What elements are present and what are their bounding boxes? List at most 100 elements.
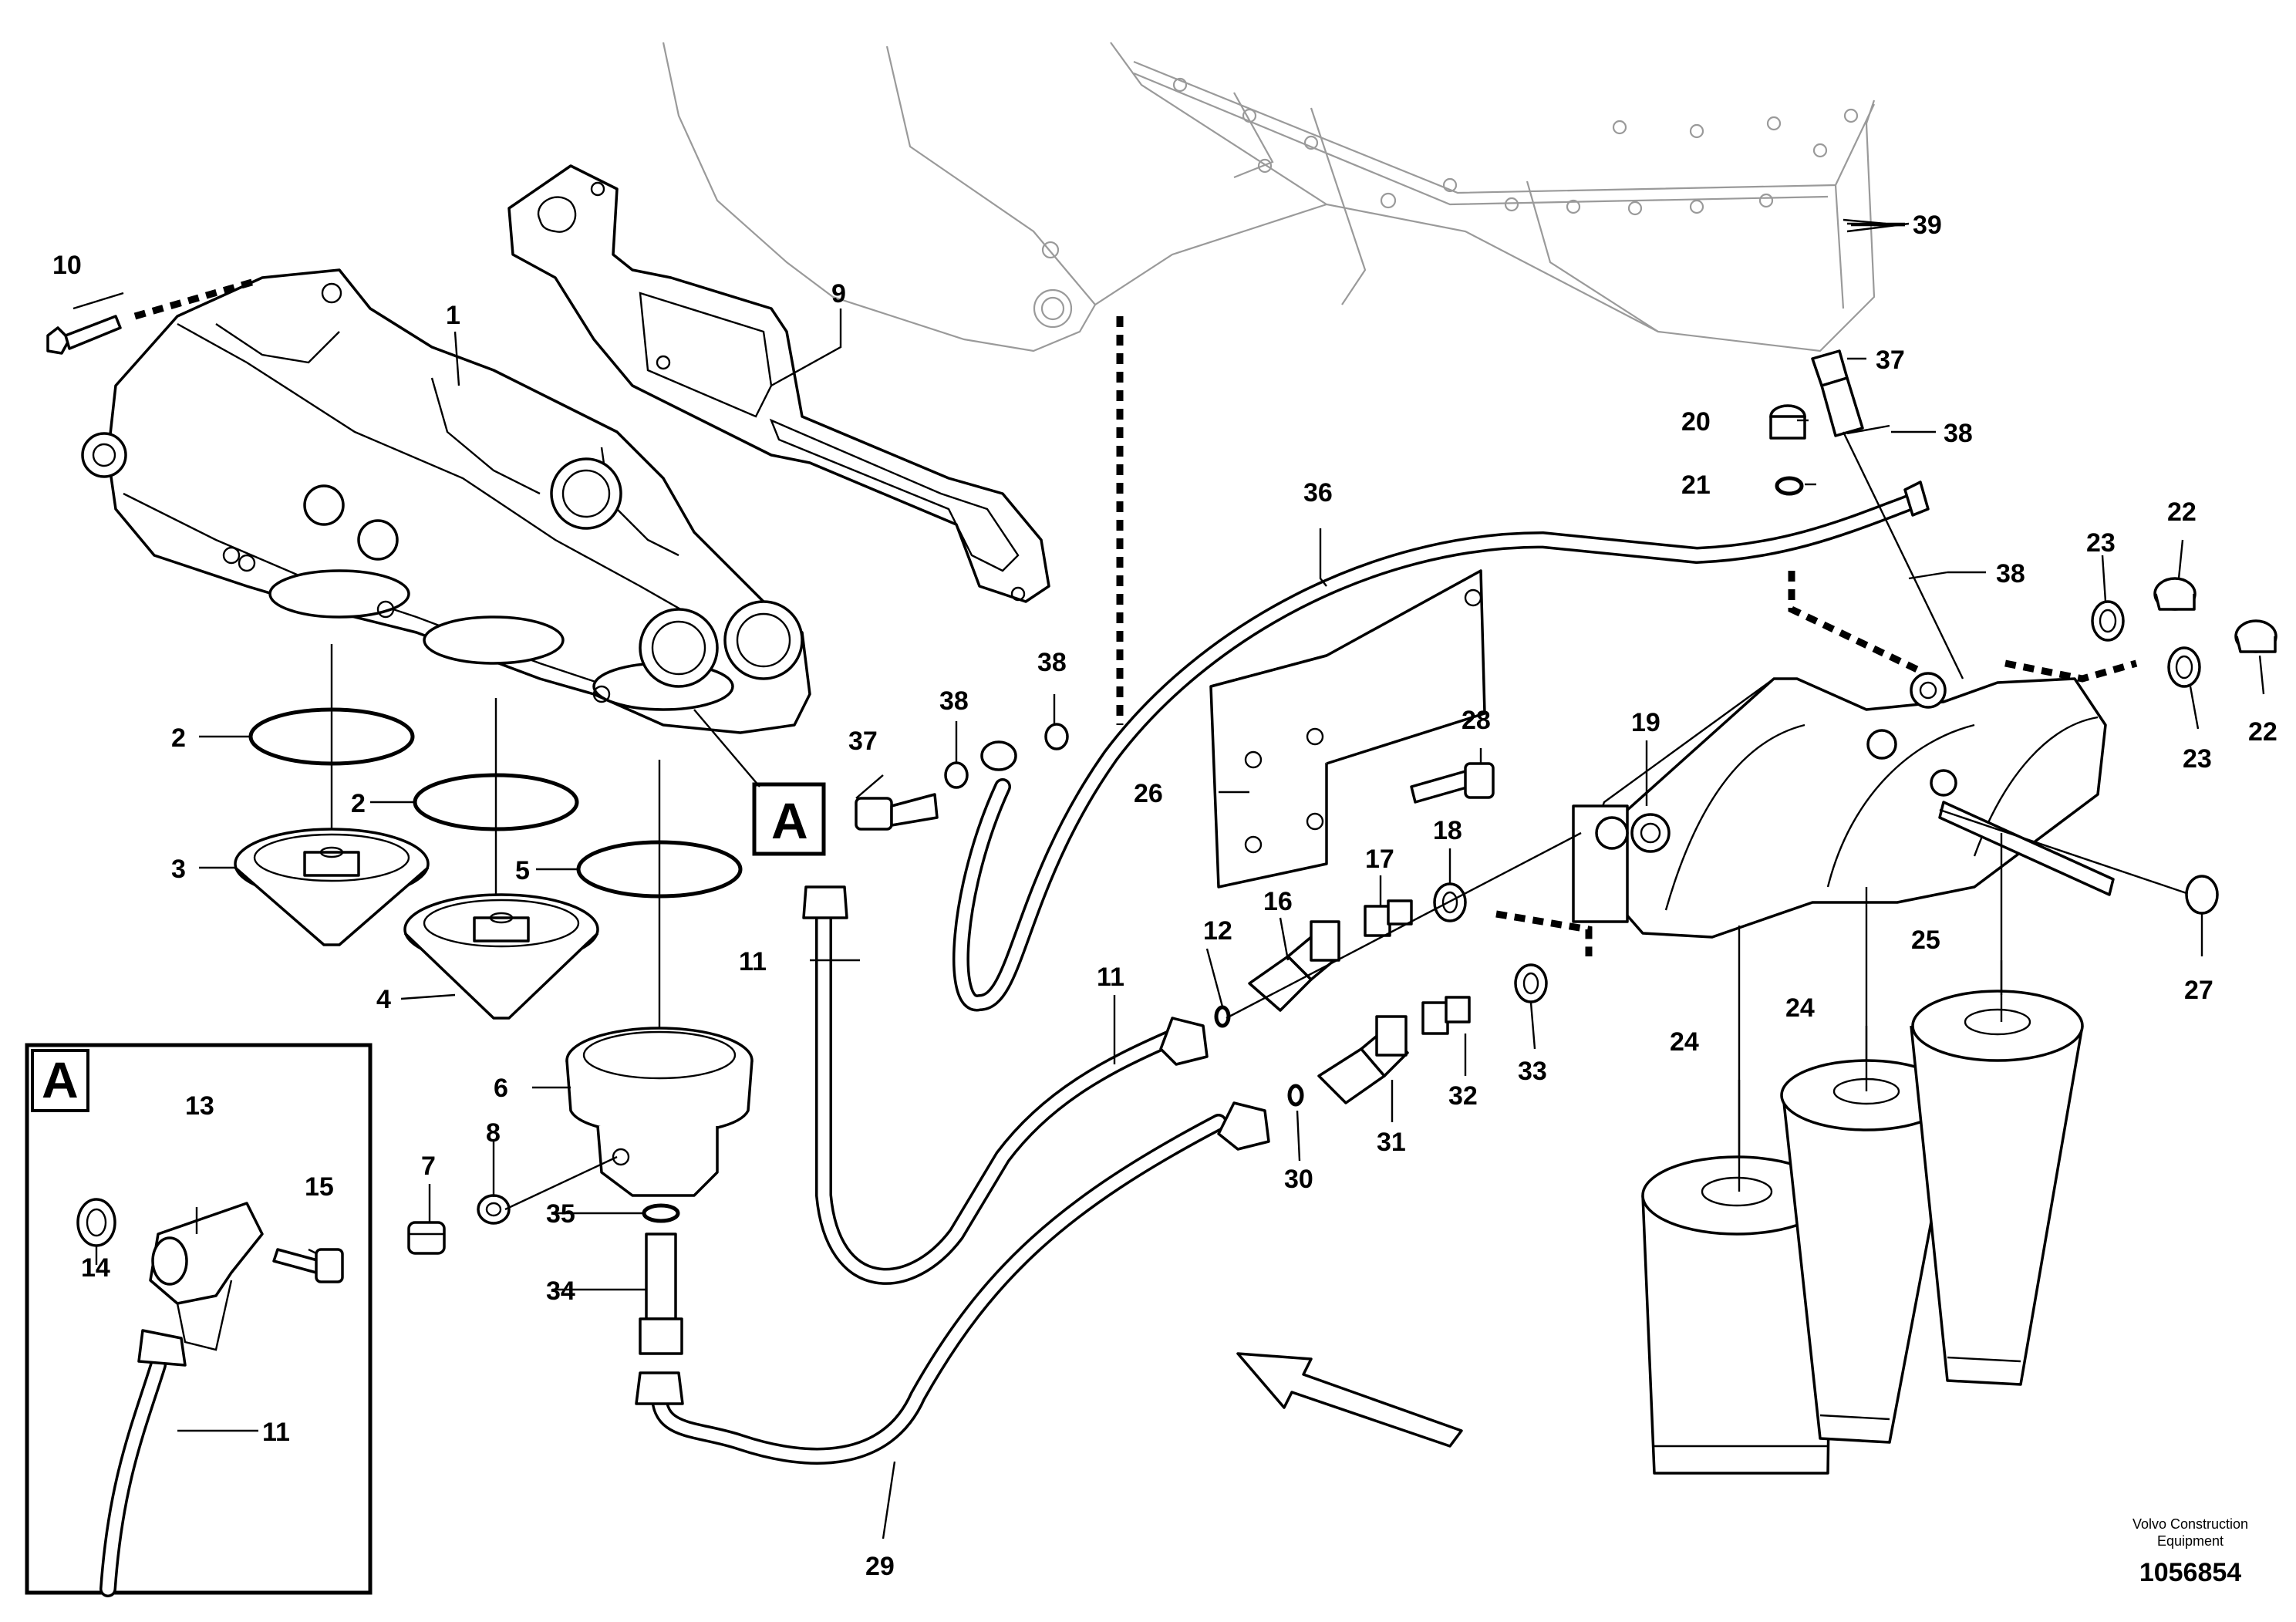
brand-line-1: Volvo Construction (2132, 1516, 2248, 1532)
callout-19: 19 (1631, 708, 1660, 737)
callout-38c: 38 (1944, 419, 1973, 448)
seal-21 (1775, 476, 1804, 496)
callout-23b: 23 (2183, 744, 2212, 774)
detail-marker-frame (752, 782, 826, 856)
leader-lines (72, 218, 2265, 1539)
callout-29: 29 (865, 1552, 895, 1581)
seal-30 (1287, 1084, 1304, 1107)
washer-38d (1908, 571, 1948, 580)
filter-cone-3 (234, 828, 430, 946)
callout-14: 14 (81, 1253, 110, 1283)
oil-filter-25 (1910, 990, 2084, 1386)
callout-32: 32 (1448, 1081, 1478, 1111)
callout-38d: 38 (1996, 559, 2025, 588)
washer-33-hole (1522, 972, 1539, 995)
plug-20 (1769, 404, 1806, 440)
oil-filter-24a (1641, 1155, 1833, 1475)
fitting-16 (1248, 920, 1340, 1012)
banjo-fitting (980, 740, 1017, 771)
callout-15: 15 (305, 1172, 334, 1202)
washer-38b (1044, 723, 1069, 750)
fitting-axis-upper (1226, 831, 1582, 1020)
filter-cone-4 (403, 893, 599, 1020)
plug-22a (2153, 577, 2197, 611)
seal-35 (642, 1203, 680, 1223)
fitting-17 (1364, 899, 1413, 937)
bolt-10 (46, 315, 122, 355)
callout-4: 4 (376, 985, 391, 1014)
dashed-connection-plug20 (1788, 571, 1922, 675)
washer-38c (1846, 424, 1890, 435)
detail-marker-leader (693, 709, 760, 787)
callout-25: 25 (1911, 926, 1940, 955)
document-number: 1056854 (2139, 1558, 2241, 1587)
callout-2a: 2 (171, 723, 186, 753)
bracket-26 (1209, 569, 1486, 889)
callout-6: 6 (494, 1074, 508, 1103)
brand-block: Volvo Construction Equipment 1056854 (2132, 1516, 2248, 1587)
callout-2b: 2 (351, 789, 366, 818)
callout-11a: 11 (739, 947, 767, 976)
callout-31: 31 (1377, 1128, 1406, 1157)
oil-filter-housing (81, 268, 811, 734)
callout-22a: 22 (2167, 497, 2197, 527)
callout-39: 39 (1913, 211, 1942, 240)
hose-11 (802, 885, 1209, 1285)
callout-18: 18 (1433, 816, 1462, 845)
callout-28: 28 (1462, 706, 1491, 735)
dashed-connection-plug22 (2004, 659, 2138, 683)
dashed-connection-fitting33 (1495, 910, 1593, 956)
washer-18-hole (1441, 891, 1458, 914)
callout-33: 33 (1518, 1057, 1547, 1086)
callout-26: 26 (1134, 779, 1163, 808)
callout-7: 7 (421, 1152, 436, 1181)
bolt-28 (1410, 762, 1495, 804)
pipe-36 (952, 481, 1930, 1012)
fitting-31 (1317, 1015, 1409, 1104)
washer-8 (477, 1194, 511, 1225)
filter-head-19 (1572, 672, 2107, 939)
callout-5: 5 (515, 856, 530, 885)
fitting-32 (1421, 996, 1471, 1035)
callout-11c: 11 (262, 1418, 290, 1447)
callout-9: 9 (831, 279, 846, 309)
nipple-34 (639, 1233, 683, 1355)
detail-view-title: A (42, 1051, 79, 1108)
callout-21: 21 (1681, 470, 1711, 500)
callout-24b: 24 (1785, 993, 1815, 1023)
brand-line-2: Equipment (2157, 1533, 2224, 1549)
engine-block-outline (662, 42, 1876, 352)
bolt-27-axis (1939, 808, 2187, 895)
plug-7 (407, 1221, 446, 1255)
callout-38a: 38 (939, 686, 969, 716)
detail-marker-letter: A (771, 792, 808, 849)
callout-35: 35 (546, 1199, 575, 1229)
callout-10: 10 (52, 251, 82, 280)
detail-view-a (25, 1043, 373, 1597)
washer-23a-hole (2099, 609, 2117, 633)
callout-37a: 37 (848, 727, 878, 756)
washer-33 (1514, 963, 1548, 1003)
callout-27: 27 (2184, 976, 2213, 1005)
callout-13: 13 (185, 1091, 214, 1121)
callout-22b: 22 (2248, 717, 2277, 747)
callout-30: 30 (1284, 1165, 1313, 1194)
bolt-37b-axis (1842, 431, 1964, 679)
callout-17: 17 (1365, 845, 1394, 874)
callout-1: 1 (446, 301, 460, 330)
callout-8: 8 (486, 1118, 501, 1148)
gasket (507, 164, 1050, 603)
callout-12: 12 (1203, 916, 1232, 946)
callout-34: 34 (546, 1276, 575, 1306)
dashed-connection-bolt (133, 278, 256, 320)
hose-29 (635, 1101, 1270, 1465)
washer-23b (2167, 646, 2201, 688)
callout-38b: 38 (1037, 648, 1067, 677)
callout-16: 16 (1263, 887, 1293, 916)
callout-23a: 23 (2086, 528, 2116, 558)
bolt-37b (1811, 349, 1864, 437)
plug-22b (2234, 619, 2277, 653)
oil-filter-24b (1780, 1059, 1957, 1444)
callout-24a: 24 (1670, 1027, 1699, 1057)
